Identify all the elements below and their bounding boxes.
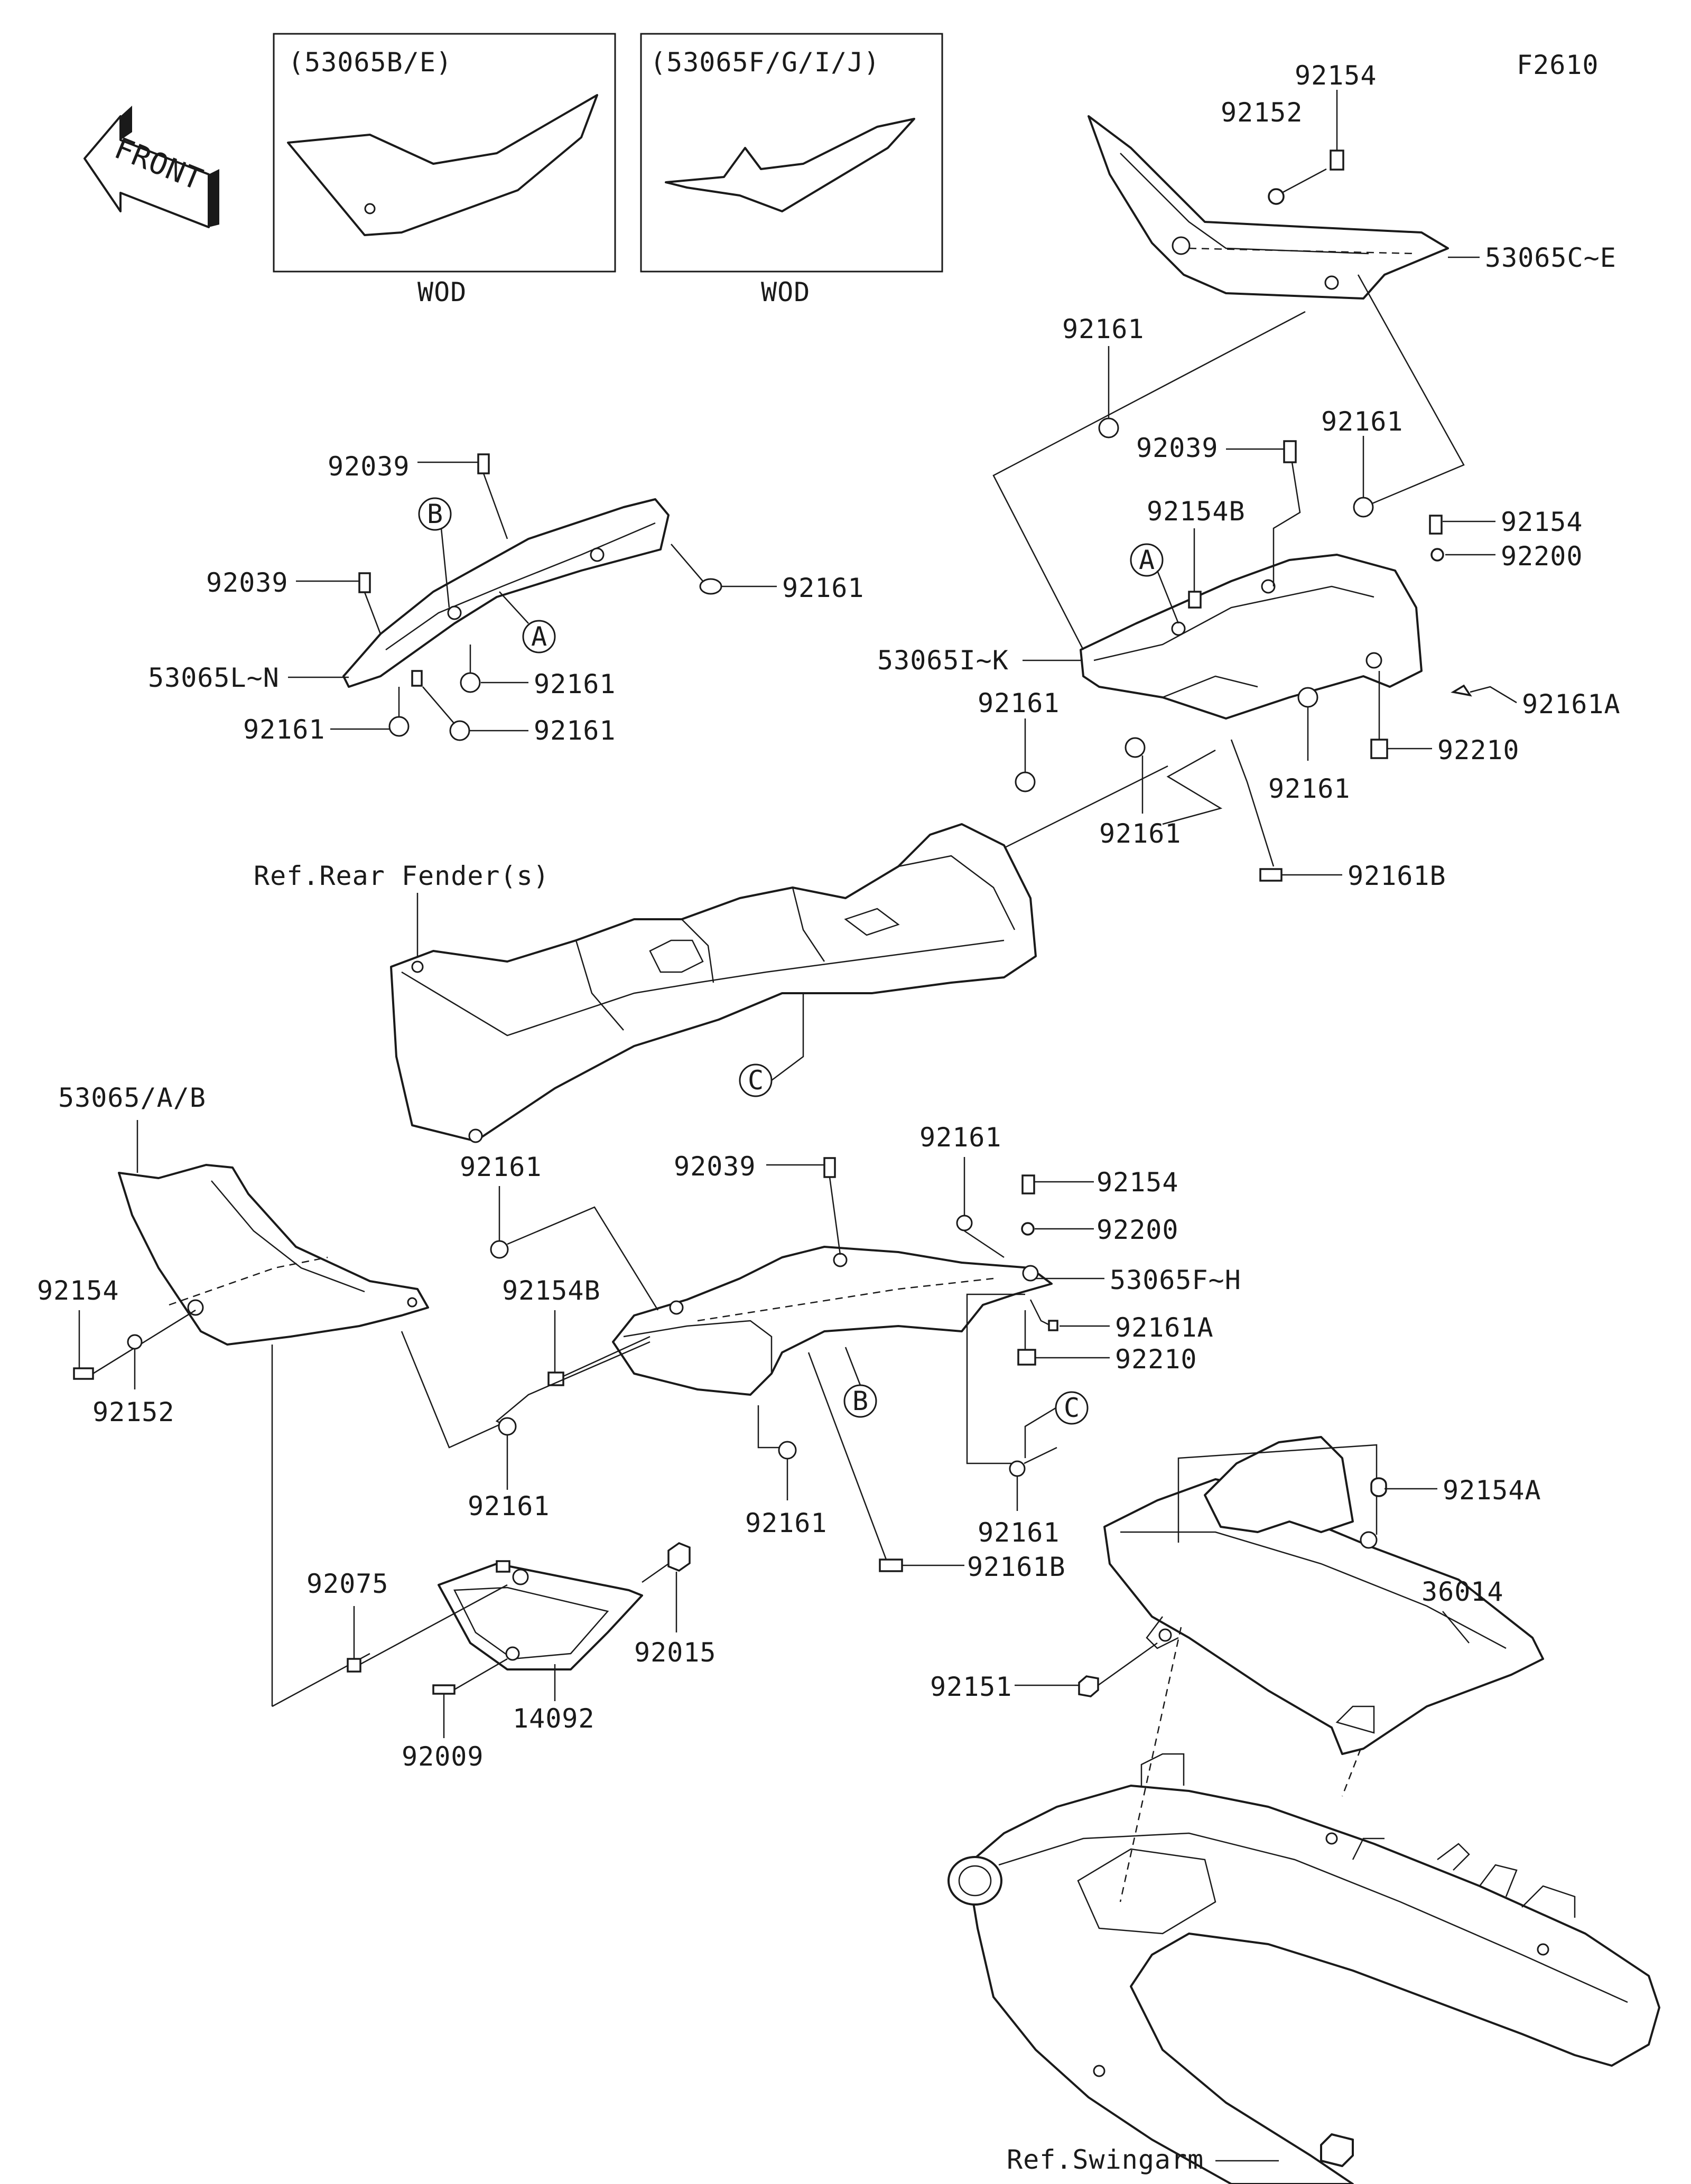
label-53065-a-b: 53065/A/B [58, 1082, 206, 1113]
cover-53065f-h [612, 1246, 1053, 1396]
svg-text:B: B [852, 1386, 869, 1416]
label-92210: 92210 [1437, 735, 1520, 766]
label-92161: 92161 [534, 669, 616, 699]
callout-a: A [522, 620, 556, 654]
label-92154b: 92154B [1147, 496, 1246, 527]
label-53065i-k: 53065I~K [877, 645, 1009, 676]
chain-cover-36014 [1103, 1436, 1544, 1755]
label-92161: 92161 [782, 573, 865, 603]
svg-text:A: A [531, 621, 547, 652]
label-92161: 92161 [919, 1122, 1002, 1153]
svg-text:C: C [748, 1065, 764, 1096]
label-92161: 92161 [1321, 406, 1404, 437]
label-92152: 92152 [92, 1397, 175, 1427]
label-92039: 92039 [1136, 433, 1219, 463]
front-arrow-icon: FRONT [83, 106, 219, 228]
label-92152: 92152 [1221, 97, 1303, 128]
cover-53065l-n [342, 498, 670, 688]
bracket-14092 [438, 1560, 643, 1670]
label-92154: 92154 [37, 1275, 119, 1306]
inset-label: (53065F/G/I/J) [650, 47, 880, 78]
side-cover-53065-a-b [118, 1164, 429, 1346]
label-92210: 92210 [1115, 1344, 1197, 1375]
label-92161a: 92161A [1522, 689, 1621, 720]
label-92161: 92161 [468, 1491, 550, 1522]
label-92161: 92161 [460, 1152, 542, 1182]
label-92154: 92154 [1097, 1167, 1179, 1198]
label-92015: 92015 [634, 1637, 717, 1668]
label-92154a: 92154A [1443, 1475, 1541, 1506]
inset-box-53065f-g-i-j: (53065F/G/I/J) WOD [640, 33, 943, 307]
svg-text:A: A [1139, 545, 1155, 575]
label-53065c-e: 53065C~E [1485, 242, 1616, 273]
label-92039: 92039 [328, 451, 410, 482]
label-92200: 92200 [1501, 541, 1583, 572]
label-36014: 36014 [1421, 1576, 1504, 1607]
figure-id: F2610 [1517, 50, 1599, 80]
inset-note: WOD [417, 277, 467, 307]
label-92009: 92009 [402, 1741, 484, 1772]
label-92161: 92161 [1268, 773, 1351, 804]
callout-b: B [418, 497, 452, 531]
side-cover-shape [287, 94, 598, 236]
svg-text:C: C [1064, 1393, 1080, 1423]
label-53065f-h: 53065F~H [1110, 1265, 1241, 1295]
callout-a: A [1130, 543, 1164, 577]
label-92161: 92161 [745, 1508, 828, 1538]
label-92151: 92151 [930, 1672, 1012, 1702]
label-92161a: 92161A [1115, 1312, 1214, 1343]
label-53065l-n: 53065L~N [148, 662, 280, 693]
label-92161: 92161 [243, 714, 326, 745]
swingarm-assembly [947, 1753, 1660, 2184]
label-92154b: 92154B [502, 1275, 601, 1306]
ref-swingarm: Ref.Swingarm [1007, 2144, 1204, 2175]
label-14092: 14092 [513, 1703, 595, 1734]
svg-text:B: B [427, 499, 443, 529]
label-92161: 92161 [1062, 314, 1145, 344]
label-92075: 92075 [306, 1569, 389, 1599]
inset-note: WOD [761, 277, 810, 307]
ref-rear-fender: Ref.Rear Fender(s) [254, 861, 550, 891]
label-92161: 92161 [978, 1517, 1060, 1548]
callout-b: B [843, 1384, 877, 1418]
label-92154: 92154 [1501, 507, 1583, 537]
rear-fender-assembly [390, 823, 1037, 1143]
label-92039: 92039 [206, 567, 289, 598]
label-92154: 92154 [1295, 60, 1377, 91]
inset-box-53065b-e: (53065B/E) WOD [273, 33, 616, 307]
label-92161b: 92161B [967, 1552, 1066, 1582]
label-92039: 92039 [674, 1151, 756, 1182]
label-92161b: 92161B [1348, 861, 1446, 891]
cover-53065i-k [1080, 554, 1423, 720]
cover-53065c-e [1088, 115, 1449, 300]
label-92200: 92200 [1097, 1215, 1179, 1245]
label-92161: 92161 [978, 688, 1060, 718]
inset-label: (53065B/E) [288, 47, 452, 78]
callout-c: C [1055, 1391, 1089, 1425]
side-cover-shape [665, 118, 915, 212]
callout-c: C [739, 1063, 773, 1097]
label-92161: 92161 [534, 715, 616, 746]
grommet-92015 [667, 1542, 691, 1572]
